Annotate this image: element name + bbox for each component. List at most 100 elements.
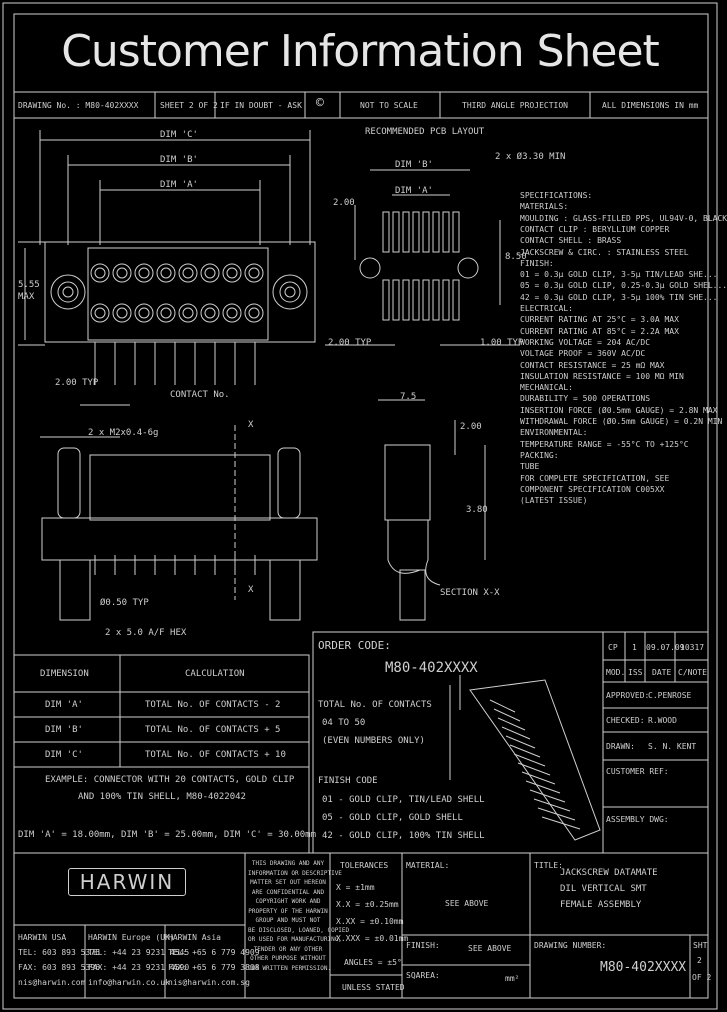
finish-option-05: 05 - GOLD CLIP, GOLD SHELL [322, 813, 463, 823]
sheet-label: SHT [693, 941, 708, 950]
title-line: DIL VERTICAL SMT [560, 884, 647, 894]
spec-line: CURRENT RATING AT 85°C = 2.2A MAX [520, 326, 679, 336]
contact-hole [222, 303, 242, 323]
pcb-pad [422, 211, 430, 253]
spec-line: 05 = 0.3μ GOLD CLIP, 0.25-0.3μ GOLD SHEL… [520, 281, 727, 291]
sheet-of-value: OF 2 [692, 973, 712, 982]
order-pin [537, 807, 576, 821]
checked-label: CHECKED: [606, 716, 645, 725]
pcb-200-label: 2.00 [333, 198, 355, 208]
contact-hole [200, 263, 220, 283]
spec-line: CONTACT SHELL : BRASS [520, 236, 622, 246]
sqarea-value: mm² [505, 974, 520, 983]
contacts-range: 04 TO 50 [322, 718, 366, 728]
example-line-1: EXAMPLE: CONNECTOR WITH 20 CONTACTS, GOL… [45, 775, 295, 785]
contact-hole [138, 307, 150, 319]
dim-table-header-dimension: DIMENSION [40, 669, 89, 679]
pcb-pad [402, 211, 410, 253]
spec-line: (LATEST ISSUE) [520, 496, 588, 506]
pcb-pad [452, 211, 460, 253]
contact-hole [160, 307, 172, 319]
dim-c-label: DIM 'C' [160, 130, 198, 140]
finish-code-label: FINISH CODE [318, 776, 378, 786]
contact-hole [94, 307, 106, 319]
section-title: SECTION X-X [440, 588, 500, 598]
spec-line: FINISH: [520, 258, 554, 268]
finish-option-01: 01 - GOLD CLIP, TIN/LEAD SHELL [322, 795, 485, 805]
copyright-icon: © [316, 96, 324, 111]
pin-diameter-label: Ø0.50 TYP [100, 598, 149, 608]
contact-line: FAX: +65 6 779 3808 [168, 963, 260, 972]
spec-line: CURRENT RATING AT 25°C = 3.0A MAX [520, 315, 679, 325]
notice-line: THIS DRAWING AND ANY [251, 860, 325, 867]
order-pin [533, 798, 571, 812]
hole-diameter-label: 2 x Ø3.30 MIN [495, 152, 566, 162]
contact-hole [248, 267, 260, 279]
total-contacts-label: TOTAL No. OF CONTACTS [318, 700, 432, 710]
dim-table-row: DIM 'A' [45, 700, 83, 710]
section-marker-top: X [248, 420, 254, 430]
pcb-pad [392, 279, 400, 321]
notice-line: MATTER SET OUT HEREON [250, 879, 326, 886]
rev-header-mod: MOD. [606, 668, 626, 677]
contact-hole [112, 303, 132, 323]
rev-header-iss: ISS. [628, 668, 648, 677]
pcb-200typ-label: 2.00 TYP [328, 338, 372, 348]
dim-table-header-calculation: CALCULATION [185, 669, 245, 679]
rev-header-cnote: C/NOTE [678, 668, 707, 677]
contact-hole [178, 303, 198, 323]
spec-line: TEMPERATURE RANGE = -55°C TO +125°C [520, 439, 689, 449]
order-pin [501, 726, 531, 740]
contact-hole [204, 267, 216, 279]
contact-hole [138, 267, 150, 279]
rev-date: 09.07.09 [646, 643, 685, 652]
pcb-dim-b-label: DIM 'B' [395, 160, 433, 170]
rev-mod: CP [608, 643, 618, 652]
spec-line: VOLTAGE PROOF = 360V AC/DC [520, 349, 646, 359]
contact-hole [178, 263, 198, 283]
dim-a-label: DIM 'A' [160, 180, 198, 190]
contact-hole [204, 307, 216, 319]
spec-line: DURABILITY = 500 OPERATIONS [520, 394, 651, 404]
contact-hole [134, 303, 154, 323]
assembly-dwg-label: ASSEMBLY DWG: [606, 815, 669, 824]
order-pin [489, 699, 516, 713]
height-label: 5.55 [18, 280, 40, 290]
contact-hole [226, 267, 238, 279]
pcb-850-label: 8.50 [505, 252, 527, 262]
pcb-pad [402, 279, 410, 321]
spec-line: COMPONENT SPECIFICATION C005XX [520, 484, 665, 494]
contact-hole [222, 263, 242, 283]
contact-no-label: CONTACT No. [170, 390, 230, 400]
hex-label: 2 x 5.0 A/F HEX [105, 628, 187, 638]
projection-note: THIRD ANGLE PROJECTION [462, 101, 568, 110]
spec-line: MECHANICAL: [520, 383, 573, 393]
pcb-layout-title: RECOMMENDED PCB LAYOUT [365, 127, 485, 137]
sheet-value: 2 [697, 956, 702, 965]
contact-hole [226, 307, 238, 319]
material-value: SEE ABOVE [445, 899, 489, 908]
contact-hole [134, 263, 154, 283]
notice-line: OUR WRITTEN PERMISSION. [248, 964, 332, 972]
contact-line: HARWIN Asia [168, 933, 221, 942]
contact-hole [156, 263, 176, 283]
order-pin [521, 771, 556, 785]
spec-line: INSERTION FORCE (Ø0.5mm GAUGE) = 2.8N MA… [520, 405, 718, 415]
angles-tolerance: ANGLES = ±5° [344, 958, 402, 967]
even-numbers-note: (EVEN NUMBERS ONLY) [322, 736, 425, 746]
contact-line: FAX: 603 893 5396 [18, 963, 100, 972]
title-line: FEMALE ASSEMBLY [560, 900, 642, 910]
pcb-pad [432, 279, 440, 321]
contact-hole [182, 267, 194, 279]
contact-hole [112, 263, 132, 283]
contact-hole [90, 303, 110, 323]
pcb-100typ-label: 1.00 TYP [480, 338, 524, 348]
finish-label: FINISH: [406, 941, 440, 950]
jackscrew-thread-label: 2 x M2x0.4-6g [88, 428, 159, 438]
drawn-value: S. N. KENT [648, 742, 697, 751]
dim-table-row: TOTAL No. OF CONTACTS + 10 [145, 750, 286, 760]
material-label: MATERIAL: [406, 861, 450, 870]
contact-hole [116, 307, 128, 319]
contact-line: FAX: +44 23 9231 4590 [88, 963, 190, 972]
pitch-typ-label: 2.00 TYP [55, 378, 99, 388]
